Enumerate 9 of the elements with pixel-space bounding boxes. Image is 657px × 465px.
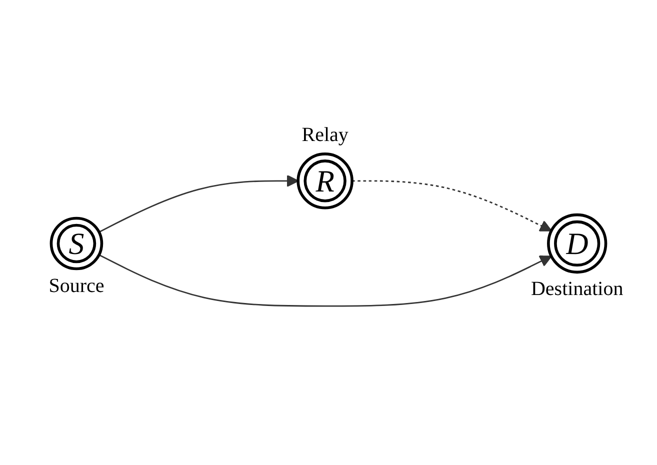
arrow <box>98 254 552 307</box>
node-circle: D <box>547 213 608 274</box>
arrow <box>352 180 552 232</box>
arrow <box>98 174 299 233</box>
node-caption: Relay <box>302 124 348 147</box>
node-caption: Destination <box>530 278 624 302</box>
node-circle: R <box>296 152 354 210</box>
node-caption: Source <box>48 274 104 298</box>
node-circle: S <box>50 216 104 270</box>
